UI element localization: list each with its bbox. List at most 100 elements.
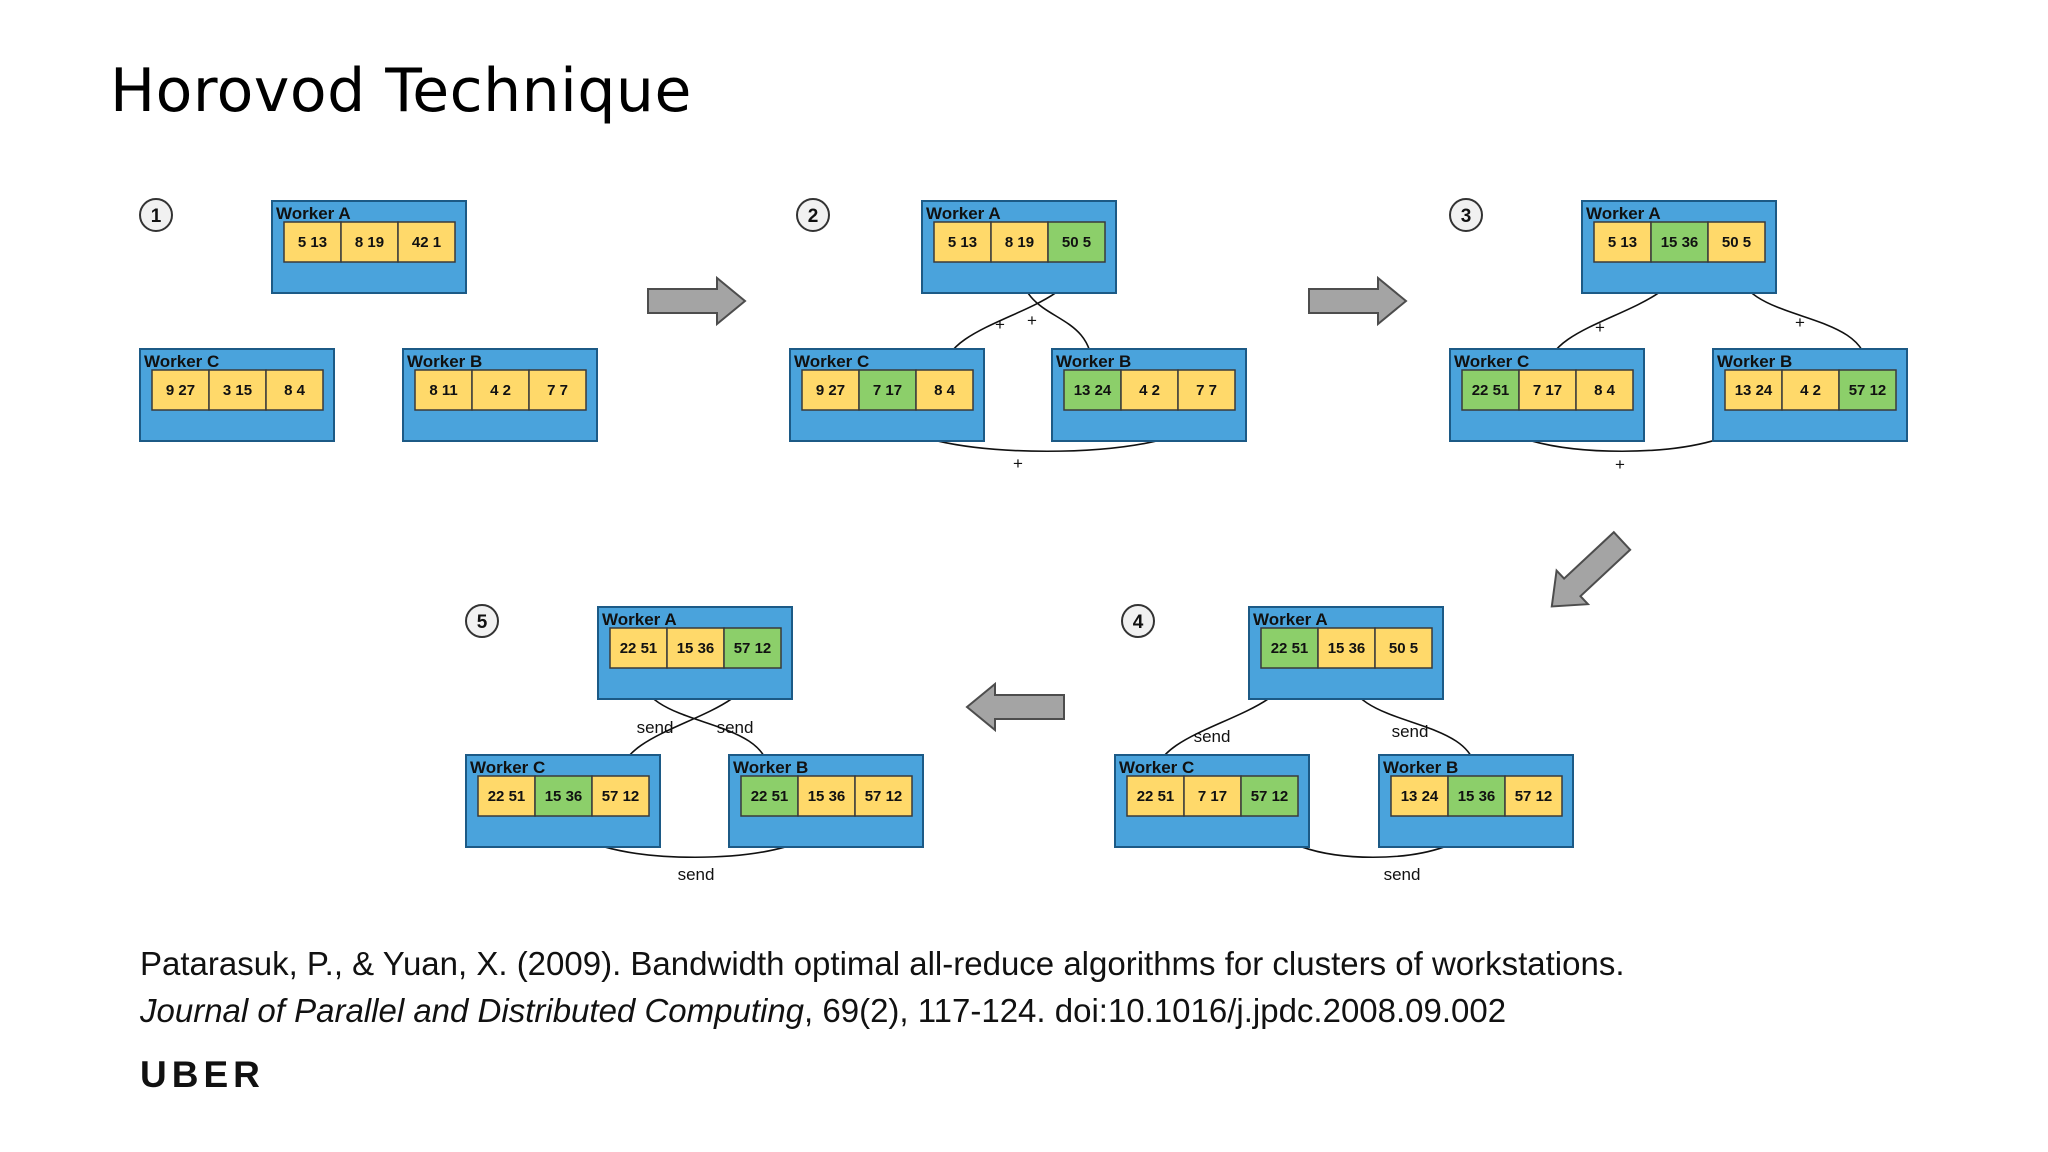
data-chunk-cell [1504,775,1563,817]
data-chunk-value: 5 13 [1608,234,1637,251]
data-chunk-cell [723,627,782,669]
data-chunk-cell [265,369,324,411]
data-chunk-value: 22 51 [1137,788,1175,805]
flow-label: + [1615,455,1625,474]
worker-label: Worker B [407,352,482,371]
data-chunk-cell [1390,775,1449,817]
worker-label: Worker A [276,204,351,223]
data-chunk-value: 8 19 [1005,234,1034,251]
left-arrow [965,681,1065,733]
data-chunk-value: 15 36 [1458,788,1496,805]
data-chunk-cell [591,775,650,817]
data-chunk-cell [1120,369,1179,411]
worker-label: Worker C [470,758,545,777]
flow-label: + [1013,454,1023,473]
data-chunk-value: 8 4 [284,382,306,399]
citation-details: , 69(2), 117-124. doi:10.1016/j.jpdc.200… [804,992,1507,1029]
data-chunk-value: 13 24 [1735,382,1773,399]
data-chunk-value: 13 24 [1074,382,1112,399]
citation-line-2: Journal of Parallel and Distributed Comp… [140,987,1625,1034]
data-chunk-value: 9 27 [816,382,845,399]
flow-label: send [678,865,715,884]
data-chunk-cell [1447,775,1506,817]
worker-label: Worker B [1383,758,1458,777]
step-circle [1449,198,1483,232]
data-chunk-value: 8 4 [934,382,956,399]
flow-label: + [1027,311,1037,330]
data-chunk-cell [1374,627,1433,669]
data-chunk-value: 22 51 [620,640,658,657]
flow-label: send [1194,727,1231,746]
worker-label: Worker C [794,352,869,371]
flow-label: send [637,718,674,737]
data-chunk-cell [1518,369,1577,411]
data-chunk-cell [1781,369,1840,411]
data-chunk-value: 8 19 [355,234,384,251]
data-chunk-value: 57 12 [734,640,772,657]
transition-arrow-shape [1550,530,1632,608]
data-chunk-value: 50 5 [1389,640,1418,657]
data-chunk-cell [915,369,974,411]
data-chunk-value: 15 36 [1328,640,1366,657]
data-chunk-cell [1126,775,1185,817]
data-chunk-cell [1240,775,1299,817]
data-chunk-value: 8 11 [429,382,457,399]
worker-label: Worker C [1119,758,1194,777]
data-chunk-value: 4 2 [1800,382,1821,399]
flow-label: + [1795,313,1805,332]
data-chunk-cell [1707,221,1766,263]
transition-arrows-layer [647,275,1632,733]
data-chunk-value: 57 12 [1251,788,1289,805]
data-chunk-cell [151,369,210,411]
data-chunk-value: 50 5 [1722,234,1751,251]
data-chunk-cell [1593,221,1652,263]
flow-label: send [717,718,754,737]
worker-label: Worker B [1717,352,1792,371]
step-circle [1121,604,1155,638]
data-chunk-cell [1575,369,1634,411]
data-chunk-value: 50 5 [1062,234,1091,251]
data-chunk-cell [990,221,1049,263]
data-chunk-cell [340,221,399,263]
step-circle [796,198,830,232]
data-chunk-value: 13 24 [1401,788,1439,805]
data-chunk-value: 15 36 [808,788,846,805]
citation: Patarasuk, P., & Yuan, X. (2009). Bandwi… [140,940,1625,1034]
data-chunk-value: 7 17 [1533,382,1562,399]
data-chunk-value: 7 7 [547,382,568,399]
data-chunk-value: 5 13 [948,234,977,251]
worker-a-step-1: Worker A 5 13 8 19 42 1 [271,200,467,294]
data-chunk-value: 22 51 [751,788,789,805]
worker-b-step-4: Worker B 13 24 15 36 57 12 [1378,754,1574,848]
data-chunk-cell [397,221,456,263]
data-chunk-value: 8 4 [1594,382,1616,399]
right-arrow [1308,275,1408,327]
worker-label: Worker C [1454,352,1529,371]
transition-arrow-shape [647,275,747,327]
down-left-arrow [1550,530,1632,608]
worker-label: Worker B [1056,352,1131,371]
step-number: 4 [1133,612,1144,633]
citation-line-1: Patarasuk, P., & Yuan, X. (2009). Bandwi… [140,945,1625,982]
step-marker-2: 2 [796,198,830,232]
flow-label: send [1392,722,1429,741]
step-number: 2 [808,206,819,227]
worker-label: Worker A [1586,204,1661,223]
step-number: 1 [151,206,162,227]
worker-label: Worker A [926,204,1001,223]
data-chunk-value: 57 12 [1515,788,1553,805]
data-chunk-value: 57 12 [1849,382,1887,399]
data-chunk-value: 7 17 [1198,788,1227,805]
data-chunk-value: 42 1 [412,234,441,251]
data-chunk-cell [477,775,536,817]
data-chunk-value: 4 2 [490,382,511,399]
data-chunk-value: 5 13 [298,234,327,251]
data-chunk-value: 7 7 [1196,382,1217,399]
data-chunk-cell [1047,221,1106,263]
